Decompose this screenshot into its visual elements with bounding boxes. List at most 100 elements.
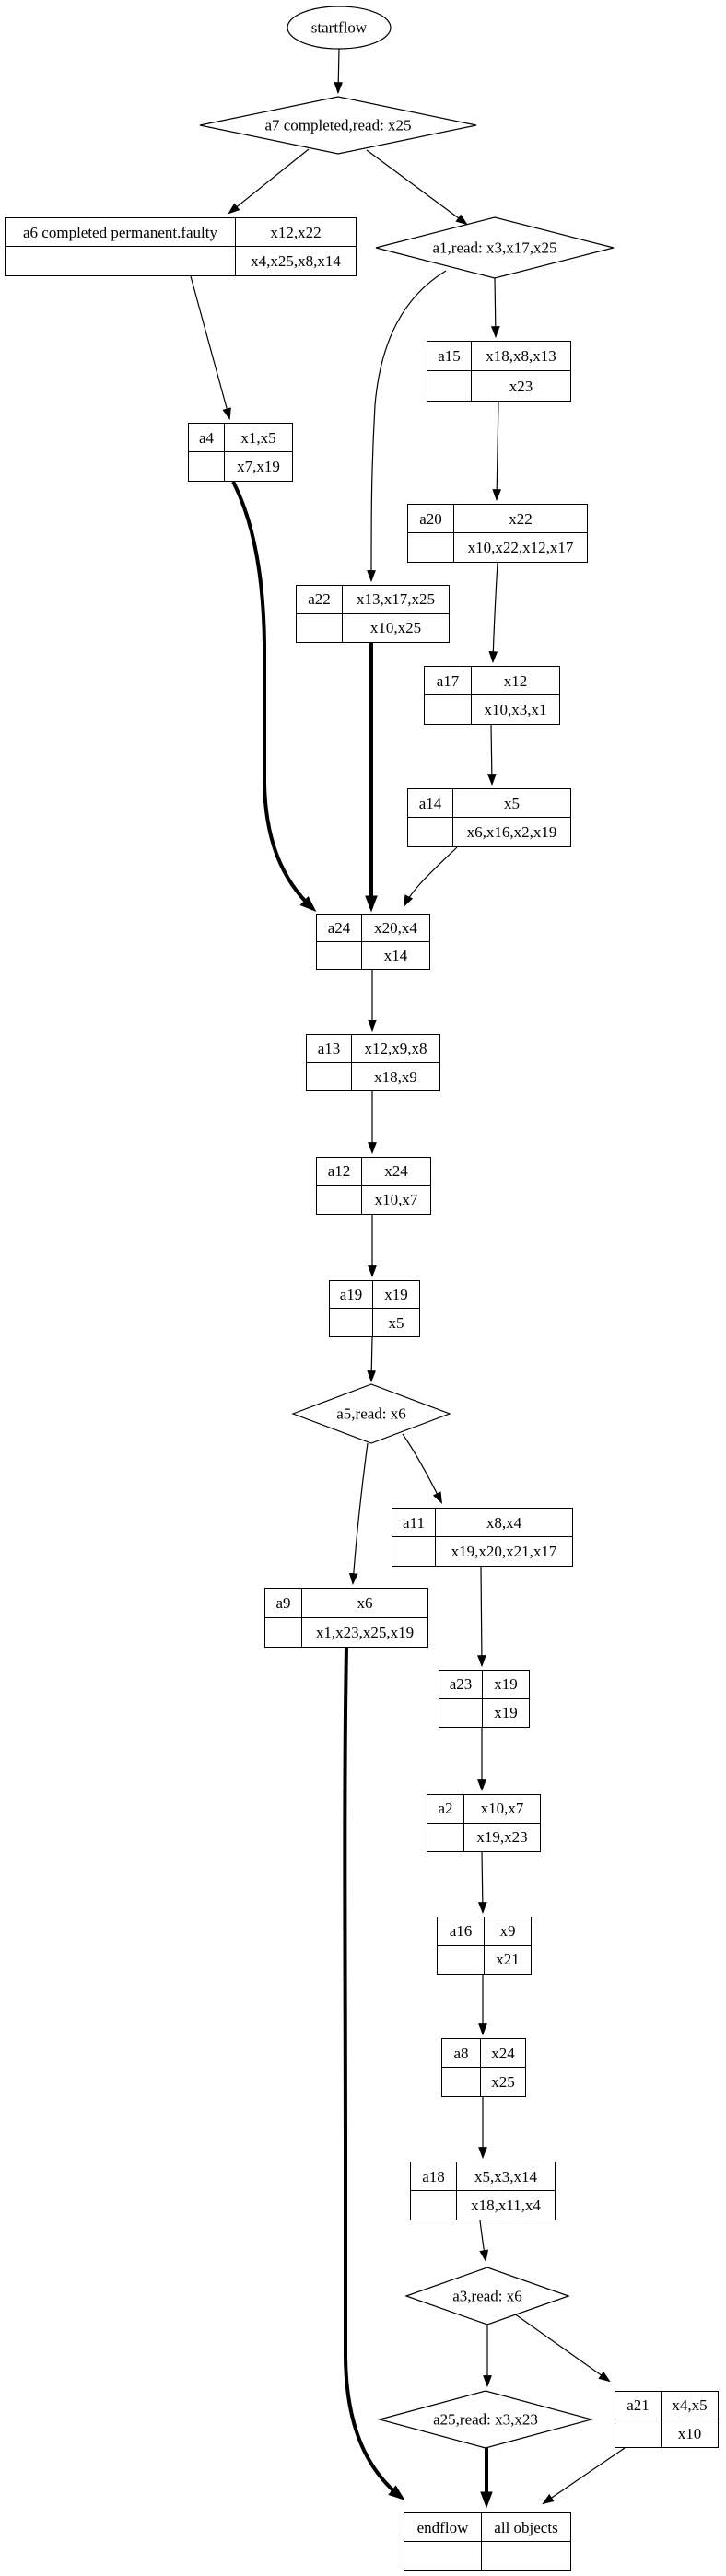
record-writes-cell: x10,x3,x1 [484, 701, 547, 718]
record-writes-cell: x19 [494, 1704, 518, 1722]
record-empty-cell [330, 1309, 373, 1336]
record-id-label: a14 [408, 789, 453, 818]
edge-a17-a14 [486, 724, 497, 787]
record-reads-cell: x6 [302, 1589, 427, 1618]
record-writes-cell: x19,x20,x21,x17 [451, 1543, 557, 1560]
record-empty-cell [6, 247, 236, 275]
record-writes-cell: x10,x25 [369, 619, 422, 637]
node-a23: a23 x19 x19 [439, 1670, 530, 1728]
record-reads-cell: x12,x22 [236, 218, 356, 247]
record-writes-cell: x4,x25,x8,x14 [251, 252, 341, 270]
record-id-label: a2 [427, 1795, 464, 1824]
record-writes-cell: x21 [496, 1951, 520, 1969]
record-writes-cell: x18,x11,x4 [471, 2197, 541, 2214]
record-reads-cell: x22 [454, 505, 587, 533]
record-writes-cell: x25 [491, 2073, 515, 2091]
record-empty-cell [408, 533, 454, 562]
record-id-label: a6 completed permanent.faulty [6, 218, 236, 247]
node-a20: a20 x22 x10,x22,x12,x17 [407, 504, 588, 563]
record-id-label: a22 [297, 586, 343, 614]
record-empty-cell [265, 1617, 302, 1647]
edge-a1-a22 [367, 270, 447, 583]
node-a18: a18 x5,x3,x14 x18,x11,x4 [410, 2162, 556, 2220]
record-id-label: a21 [615, 2392, 662, 2419]
record-reads-cell: x12,x9,x8 [352, 1035, 439, 1063]
node-a22: a22 x13,x17,x25 x10,x25 [296, 585, 450, 643]
edge-a5-a9 [348, 1442, 369, 1586]
node-a11: a11 x8,x4 x19,x20,x21,x17 [392, 1508, 573, 1567]
record-id-label: a18 [411, 2162, 457, 2191]
record-reads-cell: x24 [481, 2039, 525, 2068]
record-empty-cell [439, 1698, 483, 1727]
record-writes-cell: x1,x23,x25,x19 [315, 1623, 415, 1641]
record-reads-cell: x9 [485, 1917, 531, 1946]
edge-a7-a6 [228, 148, 310, 215]
record-empty-cell [438, 1945, 485, 1974]
record-reads-cell: x24 [362, 1158, 430, 1186]
record-empty-cell [408, 818, 453, 846]
node-a16: a16 x9 x21 [437, 1917, 532, 1975]
record-id-label: a16 [438, 1917, 485, 1946]
record-writes-cell [482, 2542, 570, 2570]
edge-a11-a23 [477, 1566, 486, 1668]
record-id-label: endflow [404, 2513, 482, 2542]
record-id-label: a4 [189, 424, 225, 452]
record-id-label: a9 [265, 1589, 302, 1618]
node-a13: a13 x12,x9,x8 x18,x9 [306, 1034, 440, 1091]
record-writes-cell: x10,x22,x12,x17 [467, 539, 574, 556]
record-writes-cell: x18,x9 [374, 1067, 417, 1086]
record-reads-cell: x4,x5 [662, 2392, 718, 2419]
edge-a6-a4 [190, 275, 231, 421]
node-label-a7: a7 completed,read: x25 [264, 116, 412, 134]
edge-a2-a16 [477, 1851, 487, 1915]
record-id-label: a23 [439, 1671, 483, 1699]
record-empty-cell [425, 695, 472, 724]
record-empty-cell [427, 1823, 464, 1851]
node-a21: a21 x4,x5 x10 [615, 2391, 719, 2448]
record-empty-cell [307, 1063, 352, 1090]
record-empty-cell [427, 371, 472, 401]
node-a12: a12 x24 x10,x7 [316, 1157, 431, 1215]
edge-a7-a1 [366, 149, 468, 226]
record-id-label: a24 [317, 915, 362, 942]
edge-a20-a17 [488, 562, 498, 664]
record-reads-cell: x12 [472, 667, 559, 695]
node-shape-a3 [404, 2267, 570, 2325]
node-a17: a17 x12 x10,x3,x1 [424, 666, 560, 725]
record-id-label: a19 [330, 1281, 373, 1309]
edge-a14-a24 [404, 846, 458, 907]
node-shape-a25 [377, 2390, 594, 2449]
node-a15: a15 x18,x8,x13 x23 [427, 341, 571, 402]
record-id-label: a12 [317, 1158, 362, 1186]
record-reads-cell: x1,x5 [225, 424, 292, 452]
record-writes-cell: x10 [677, 2424, 702, 2442]
node-label-startflow: startflow [310, 18, 368, 37]
record-id-label: a17 [425, 667, 472, 695]
record-reads-cell: x19 [483, 1671, 529, 1699]
record-reads-cell: x5 [453, 789, 570, 818]
record-empty-cell [189, 452, 225, 481]
record-empty-cell [411, 2191, 457, 2220]
record-reads-cell: all objects [482, 2513, 570, 2542]
record-reads-cell: x8,x4 [436, 1509, 572, 1537]
record-id-label: a20 [408, 505, 454, 533]
record-reads-cell: x13,x17,x25 [343, 586, 449, 614]
record-empty-cell [317, 941, 362, 969]
node-shape-startflow [287, 6, 392, 50]
node-a14: a14 x5 x6,x16,x2,x19 [407, 788, 571, 847]
edge-a5-a11 [402, 1433, 442, 1504]
node-label-a3: a3,read: x6 [452, 2287, 522, 2305]
record-writes-cell: x23 [509, 377, 533, 395]
record-reads-cell: x20,x4 [362, 915, 429, 942]
node-a4: a4 x1,x5 x7,x19 [188, 423, 293, 482]
record-writes-cell: x6,x16,x2,x19 [466, 823, 557, 841]
record-empty-cell [297, 613, 343, 642]
edge-a19-a5 [367, 1336, 377, 1383]
edge-a1-a15 [490, 277, 500, 339]
node-shape-a1 [375, 216, 615, 279]
record-reads-cell: x10,x7 [464, 1795, 540, 1824]
record-id-label: a8 [442, 2039, 481, 2068]
edge-startflow-a7 [334, 48, 344, 95]
